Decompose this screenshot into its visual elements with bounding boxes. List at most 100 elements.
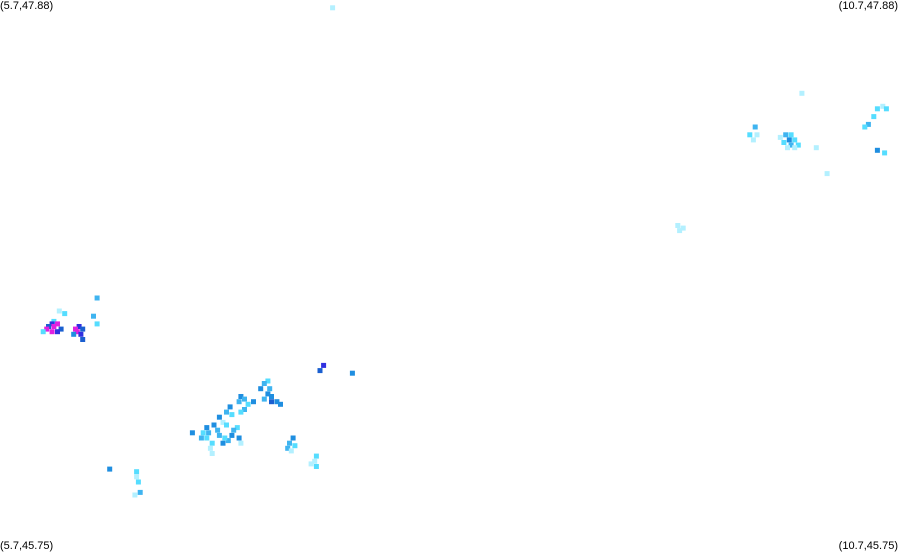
radar-cell-81 — [200, 430, 206, 436]
radar-cell-64 — [238, 394, 244, 399]
radar-cell-110 — [137, 489, 143, 495]
corner-label-bottom-left: (5.7,45.75) — [0, 540, 54, 552]
radar-cell-51 — [321, 362, 327, 368]
radar-cell-23 — [874, 147, 880, 153]
radar-cell-32 — [91, 313, 96, 319]
radar-cell-111 — [132, 492, 138, 498]
radar-cell-104 — [313, 464, 319, 469]
radar-cell-63 — [278, 401, 283, 407]
radar-cell-79 — [204, 425, 210, 431]
radar-cell-77 — [211, 422, 217, 428]
radar-cell-89 — [225, 438, 231, 444]
radar-cell-20 — [871, 114, 877, 120]
radar-cell-103 — [312, 458, 318, 464]
radar-cell-67 — [251, 399, 256, 405]
radar-cell-108 — [134, 474, 140, 480]
radar-cell-87 — [189, 430, 195, 436]
radar-cell-80 — [206, 430, 212, 436]
radar-cell-8 — [777, 134, 783, 140]
corner-label-top-left: (5.7,47.88) — [0, 0, 54, 12]
radar-cell-48 — [78, 331, 84, 337]
radar-cell-49 — [71, 331, 77, 337]
radar-cell-78 — [215, 427, 221, 433]
radar-cell-6 — [783, 132, 789, 138]
radar-cell-41 — [73, 326, 78, 332]
radar-cell-76 — [224, 422, 229, 428]
radar-cell-83 — [198, 435, 204, 441]
radar-cell-15 — [792, 145, 798, 151]
radar-cell-92 — [229, 432, 235, 438]
radar-cell-107 — [134, 469, 140, 475]
radar-cell-21 — [865, 121, 871, 127]
radar-cell-52 — [317, 368, 323, 374]
radar-cell-86 — [209, 451, 215, 456]
radar-cell-28 — [677, 228, 683, 234]
radar-cell-101 — [288, 448, 294, 454]
radar-cell-19 — [883, 106, 889, 112]
radar-cell-74 — [216, 414, 222, 420]
radar-cell-106 — [107, 466, 113, 472]
radar-cell-13 — [795, 142, 801, 148]
radar-cell-34 — [49, 321, 55, 327]
radar-cell-2 — [752, 124, 758, 130]
radar-cell-97 — [290, 435, 296, 441]
radar-cell-29 — [94, 295, 100, 301]
radar-cell-44 — [49, 329, 55, 335]
radar-cell-58 — [265, 391, 271, 397]
radar-cell-73 — [229, 412, 235, 418]
radar-cell-45 — [55, 329, 60, 335]
radar-cell-7 — [788, 132, 794, 138]
radar-cell-39 — [58, 326, 64, 332]
radar-cell-55 — [261, 381, 267, 386]
radar-cell-47 — [40, 329, 46, 335]
radar-cell-70 — [238, 409, 244, 415]
radar-cell-98 — [287, 440, 292, 446]
radar-cell-95 — [236, 435, 242, 441]
radar-cell-59 — [261, 396, 267, 402]
radar-cell-5 — [750, 137, 756, 143]
radar-cell-22 — [862, 124, 868, 130]
radar-cell-9 — [786, 137, 792, 143]
radar-cell-109 — [135, 479, 141, 485]
radar-cell-0 — [330, 5, 336, 11]
radar-cell-96 — [238, 440, 244, 446]
radar-cell-10 — [792, 137, 798, 143]
radar-cell-3 — [754, 132, 760, 138]
corner-label-bottom-right: (10.7,45.75) — [838, 540, 898, 552]
radar-cell-25 — [824, 171, 830, 177]
radar-cell-100 — [285, 445, 291, 451]
radar-cell-94 — [231, 427, 237, 433]
radar-cell-54 — [265, 378, 271, 384]
radar-cell-12 — [788, 142, 794, 148]
radar-cell-102 — [313, 453, 319, 459]
radar-cell-26 — [675, 223, 681, 228]
radar-cell-11 — [781, 140, 787, 145]
radar-cell-61 — [269, 399, 274, 405]
radar-cell-66 — [242, 396, 247, 402]
radar-cell-42 — [80, 326, 86, 332]
radar-cell-31 — [62, 311, 68, 317]
radar-cell-105 — [308, 461, 314, 467]
radar-cell-72 — [224, 409, 229, 415]
radar-cell-43 — [44, 326, 50, 332]
radar-cell-56 — [258, 386, 264, 392]
radar-cell-35 — [55, 321, 60, 327]
radar-cell-65 — [236, 399, 242, 405]
radar-cell-1 — [799, 90, 805, 96]
radar-cell-69 — [242, 407, 247, 412]
radar-cell-50 — [80, 337, 86, 342]
radar-cell-40 — [76, 324, 82, 329]
radar-cell-17 — [874, 106, 880, 112]
radar-cell-75 — [220, 419, 226, 425]
radar-cell-57 — [267, 386, 273, 392]
radar-cell-91 — [216, 432, 222, 438]
radar-cell-38 — [51, 324, 57, 329]
corner-label-top-right: (10.7,47.88) — [838, 0, 898, 12]
radar-cell-27 — [680, 225, 686, 231]
radar-cell-18 — [880, 103, 886, 109]
radar-cell-14 — [785, 145, 790, 151]
radar-cell-88 — [220, 440, 226, 446]
radar-cell-37 — [46, 324, 51, 329]
radar-cell-53 — [349, 370, 355, 376]
